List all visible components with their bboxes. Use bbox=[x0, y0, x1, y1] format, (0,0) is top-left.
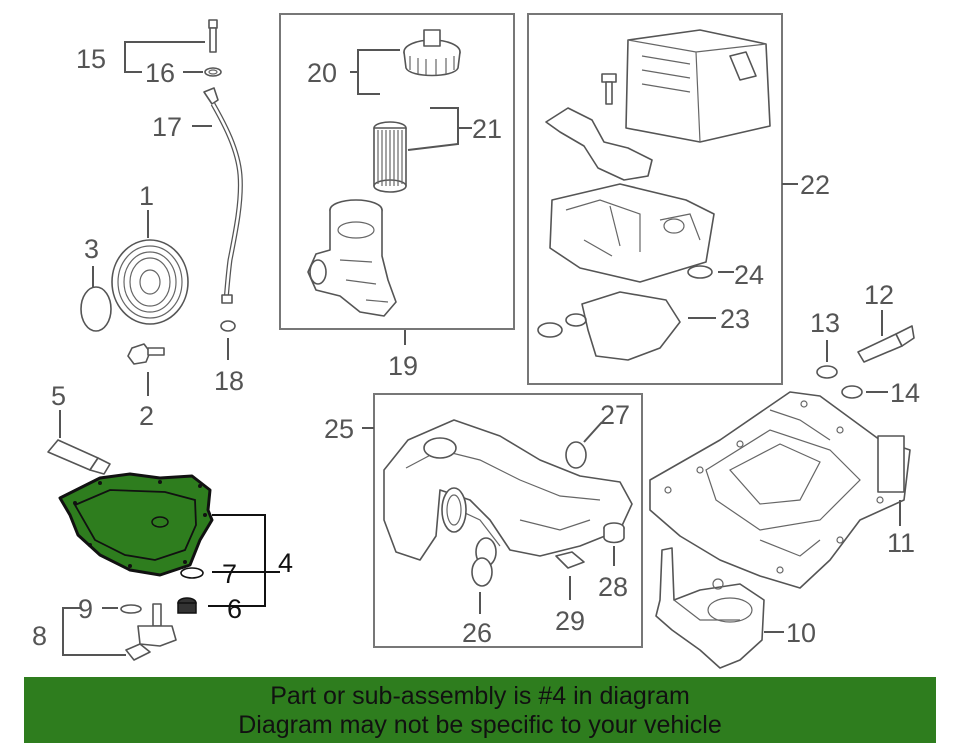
group-box-19 bbox=[279, 13, 515, 330]
info-banner: Part or sub-assembly is #4 in diagram Di… bbox=[24, 677, 936, 743]
dipstick-tube bbox=[203, 87, 243, 304]
callout-28[interactable]: 28 bbox=[598, 572, 628, 602]
o-ring-7 bbox=[180, 567, 204, 579]
gasket-26 bbox=[471, 537, 497, 587]
callout-14[interactable]: 14 bbox=[890, 378, 920, 408]
callout-1[interactable]: 1 bbox=[139, 181, 154, 211]
oil-filter-cap bbox=[403, 29, 461, 77]
callout-17[interactable]: 17 bbox=[152, 112, 182, 142]
callout-7[interactable]: 7 bbox=[222, 559, 237, 589]
group-box-22 bbox=[527, 13, 783, 385]
callout-15[interactable]: 15 bbox=[76, 44, 106, 74]
callout-6[interactable]: 6 bbox=[227, 594, 242, 624]
intake-manifold bbox=[383, 419, 633, 561]
pulley-bolt bbox=[127, 343, 165, 365]
oil-filter-element bbox=[373, 121, 407, 193]
sealant-tube-12 bbox=[857, 325, 915, 363]
callout-8[interactable]: 8 bbox=[32, 621, 47, 651]
callout-4[interactable]: 4 bbox=[278, 548, 293, 578]
callout-3[interactable]: 3 bbox=[84, 234, 99, 264]
callout-13[interactable]: 13 bbox=[810, 308, 840, 338]
oil-pump-pickup bbox=[655, 547, 765, 669]
callout-22[interactable]: 22 bbox=[800, 170, 830, 200]
gasket-27 bbox=[565, 441, 587, 469]
plug-28 bbox=[603, 522, 625, 544]
o-ring-14 bbox=[841, 385, 863, 399]
cooler-adapter bbox=[549, 183, 715, 283]
callout-26[interactable]: 26 bbox=[462, 618, 492, 648]
cooler-gasket bbox=[545, 107, 653, 181]
oil-filter-housing bbox=[307, 199, 397, 317]
group-box-25 bbox=[373, 393, 643, 648]
sealant-tube-5 bbox=[47, 439, 111, 475]
callout-12[interactable]: 12 bbox=[864, 280, 894, 310]
o-ring-18 bbox=[220, 320, 236, 332]
o-ring-13 bbox=[816, 365, 838, 379]
callout-23[interactable]: 23 bbox=[720, 304, 750, 334]
crankshaft-pulley bbox=[111, 239, 189, 325]
callout-29[interactable]: 29 bbox=[555, 606, 585, 636]
oil-cooler bbox=[625, 29, 771, 143]
callout-20[interactable]: 20 bbox=[307, 58, 337, 88]
banner-line-1: Part or sub-assembly is #4 in diagram bbox=[270, 682, 690, 710]
oil-pan-highlighted[interactable] bbox=[58, 472, 214, 577]
callout-25[interactable]: 25 bbox=[324, 414, 354, 444]
callout-5[interactable]: 5 bbox=[51, 381, 66, 411]
o-ring-3 bbox=[80, 286, 112, 332]
callout-21[interactable]: 21 bbox=[472, 114, 502, 144]
callout-11[interactable]: 11 bbox=[887, 528, 915, 558]
callout-9[interactable]: 9 bbox=[78, 594, 93, 624]
callout-24[interactable]: 24 bbox=[734, 260, 764, 290]
o-ring-24 bbox=[687, 265, 713, 279]
callout-10[interactable]: 10 bbox=[786, 618, 816, 648]
upper-oil-pan bbox=[649, 391, 911, 589]
cooler-bolt bbox=[601, 73, 617, 105]
callout-19[interactable]: 19 bbox=[388, 351, 418, 381]
adapter-gasket-23 bbox=[537, 291, 681, 361]
callout-2[interactable]: 2 bbox=[139, 401, 154, 431]
callout-18[interactable]: 18 bbox=[214, 366, 244, 396]
callout-27[interactable]: 27 bbox=[600, 400, 630, 430]
banner-line-2: Diagram may not be specific to your vehi… bbox=[238, 711, 722, 739]
oil-level-sensor bbox=[125, 603, 177, 661]
dipstick-bolt bbox=[204, 19, 222, 77]
o-ring-9 bbox=[120, 604, 142, 614]
seal-29 bbox=[555, 551, 585, 569]
drain-plug-6 bbox=[177, 597, 197, 614]
callout-16[interactable]: 16 bbox=[145, 58, 175, 88]
